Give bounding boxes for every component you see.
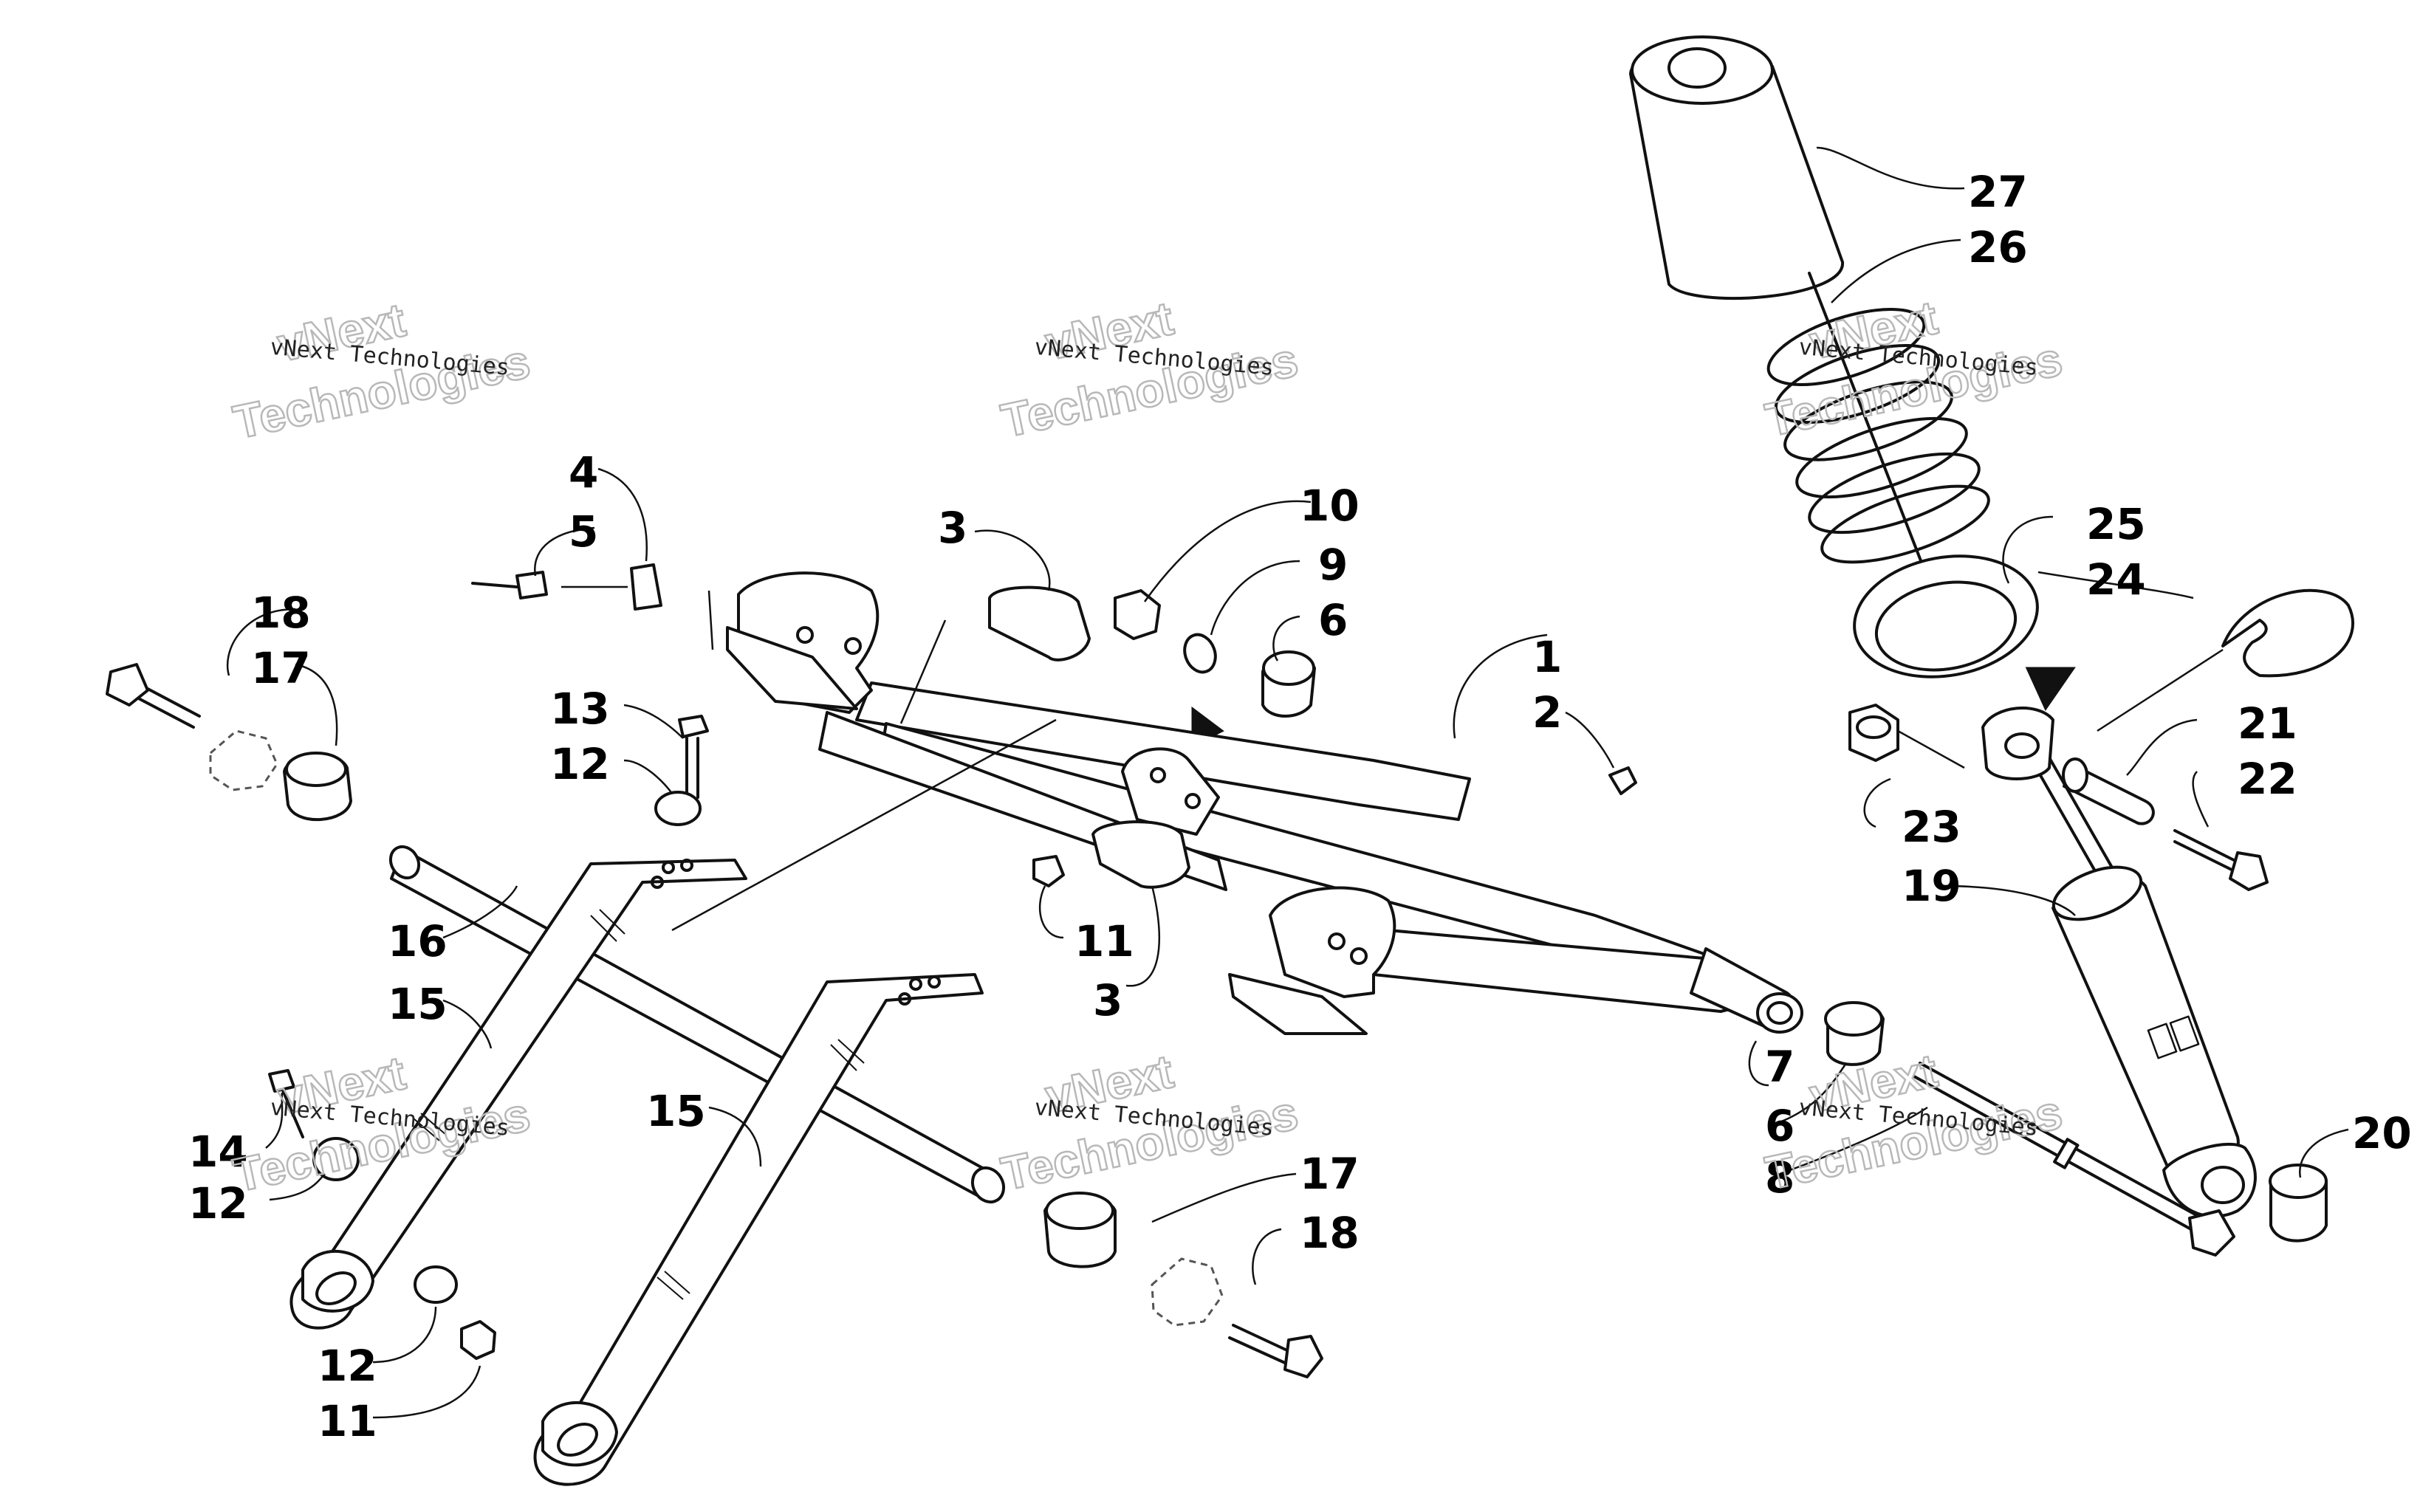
washer-12-lower-part xyxy=(414,1265,458,1304)
callout-15-left: 15 xyxy=(388,979,448,1029)
callout-1: 1 xyxy=(1532,632,1562,682)
bolt-18-left-part xyxy=(106,663,201,729)
callout-11-center: 11 xyxy=(1074,916,1134,966)
callout-3-upper: 3 xyxy=(938,503,967,553)
pivot-bushing-right-part xyxy=(1824,1001,1885,1066)
callout-27: 27 xyxy=(1968,167,2028,217)
callout-26: 26 xyxy=(1968,222,2028,272)
bolt-13-part xyxy=(678,715,709,799)
callout-13: 13 xyxy=(550,684,610,734)
grease-fitting-part xyxy=(1608,766,1637,795)
nut-11-lower-part xyxy=(460,1320,496,1360)
callout-10: 10 xyxy=(1300,481,1360,531)
callout-9: 9 xyxy=(1318,540,1348,590)
nut-10-part xyxy=(1114,589,1161,640)
plate-part xyxy=(630,563,662,611)
arrow-marker-right xyxy=(2025,667,2076,712)
lower-shock-bushing-part xyxy=(2269,1164,2328,1243)
callout-12-lower: 12 xyxy=(318,1341,377,1391)
callout-22: 22 xyxy=(2238,754,2297,804)
nut-11-center-part xyxy=(1032,855,1065,887)
a-arm-part xyxy=(726,571,1803,1035)
wear-pad-lower-part xyxy=(1091,820,1190,889)
callout-6-left: 6 xyxy=(1318,595,1348,645)
callout-17-left: 17 xyxy=(251,643,311,693)
hatch-marks xyxy=(413,909,865,1300)
callout-15-right: 15 xyxy=(646,1086,706,1136)
callout-4: 4 xyxy=(569,447,598,498)
rail-right-part xyxy=(533,973,984,1486)
bolt-14-part xyxy=(268,1069,304,1138)
callout-8: 8 xyxy=(1765,1152,1795,1203)
washer-12-upper-part xyxy=(654,791,702,826)
bushing-17-left-part xyxy=(283,752,352,821)
callout-14: 14 xyxy=(188,1127,248,1177)
shock-sleeve-part xyxy=(2062,757,2155,825)
leader-lines xyxy=(226,146,2349,1419)
callout-7: 7 xyxy=(1765,1042,1795,1092)
pivot-bushing-left-part xyxy=(1261,650,1316,718)
callout-18-left: 18 xyxy=(251,588,311,638)
callout-6-right: 6 xyxy=(1765,1101,1795,1151)
callout-25: 25 xyxy=(2086,499,2146,549)
callout-12-upper: 12 xyxy=(550,739,610,789)
retainer-clip-part xyxy=(2221,588,2354,678)
callout-3-lower: 3 xyxy=(1093,975,1122,1025)
shock-boot-part xyxy=(1629,35,1845,300)
bolt-18-right-part xyxy=(1228,1324,1323,1378)
washer-12-mid-part xyxy=(312,1137,360,1181)
shock-absorber-part xyxy=(1981,707,2257,1218)
rail-left-part xyxy=(289,859,747,1330)
callout-24: 24 xyxy=(2086,554,2146,605)
callout-20: 20 xyxy=(2352,1108,2412,1158)
callout-2: 2 xyxy=(1532,687,1562,738)
rivet-part xyxy=(471,571,548,599)
bushing-17-right-part xyxy=(1043,1192,1117,1268)
shock-nut-part xyxy=(1848,704,1899,762)
wear-pad-upper-part xyxy=(988,585,1091,662)
spring-seat-part xyxy=(1853,554,2039,678)
callout-11-lower: 11 xyxy=(318,1396,377,1446)
callout-12-mid: 12 xyxy=(188,1178,248,1228)
callout-21: 21 xyxy=(2238,698,2297,749)
callout-19: 19 xyxy=(1902,861,1961,911)
long-bolt-part xyxy=(1913,1062,2235,1257)
callout-17-right: 17 xyxy=(1300,1149,1360,1199)
callout-numbers: 1 2 3 3 4 5 6 6 7 8 9 10 11 11 12 12 12 … xyxy=(188,167,2412,1446)
shock-bolt-part xyxy=(2173,829,2269,891)
washer-9-part xyxy=(1183,633,1217,674)
callout-18-right: 18 xyxy=(1300,1208,1360,1258)
callout-16: 16 xyxy=(388,916,448,966)
star-washer-left-part xyxy=(209,729,278,791)
star-washer-right-part xyxy=(1151,1257,1224,1327)
callout-5: 5 xyxy=(569,506,598,557)
callout-23: 23 xyxy=(1902,802,1961,852)
